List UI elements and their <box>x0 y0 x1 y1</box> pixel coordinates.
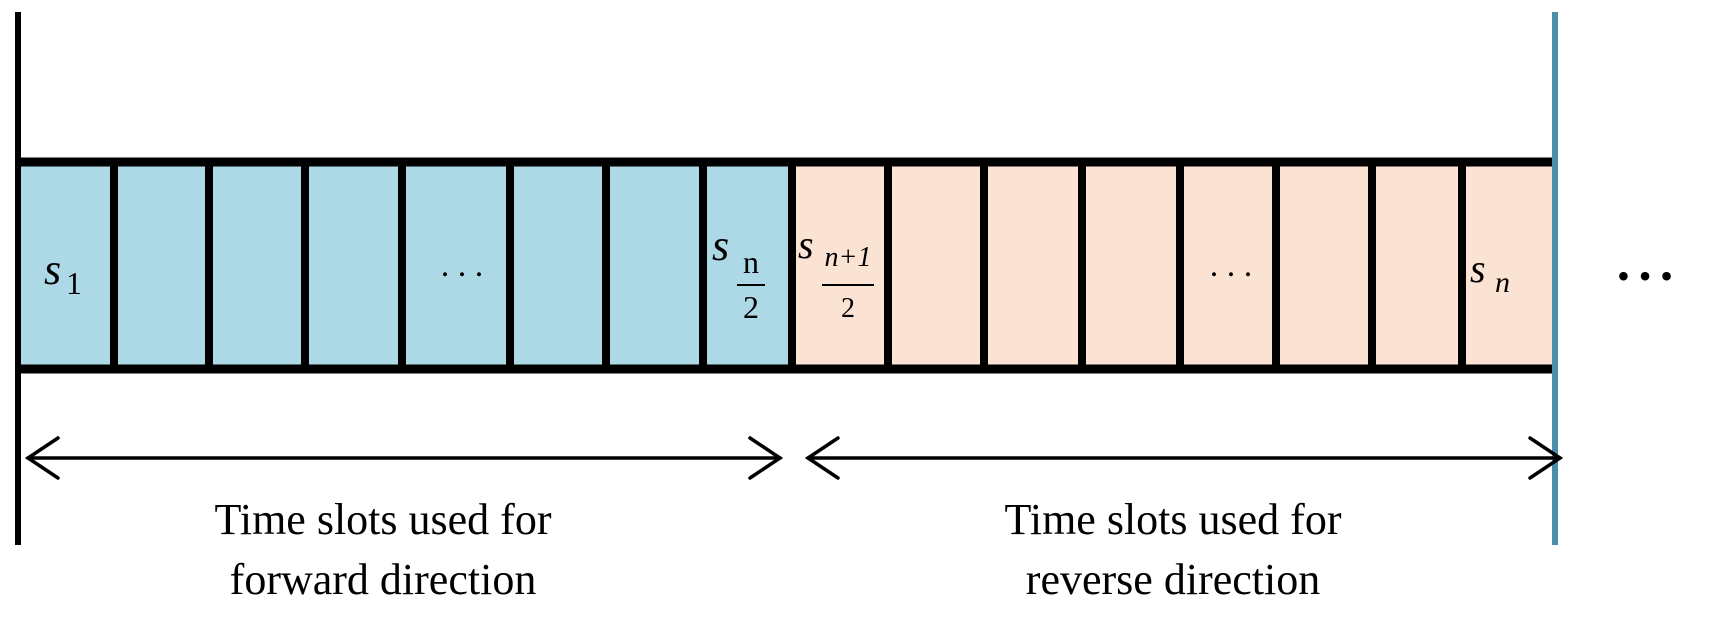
slot-label-s-n-plus-1-over-2: s n+1 2 <box>798 222 874 324</box>
slot-dividers <box>110 162 1466 369</box>
reverse-slot-cell <box>1462 162 1555 369</box>
reverse-caption-line1: Time slots used for <box>1005 495 1342 544</box>
reverse-caption-line2: reverse direction <box>1026 555 1320 604</box>
reverse-span-arrow <box>804 436 1564 480</box>
slot-label-s-n-over-2-base: s <box>712 221 729 270</box>
slot-label-s1: s 1 <box>44 245 82 301</box>
trailing-ellipsis: • • • <box>1617 256 1673 296</box>
reverse-slot-cell <box>1180 162 1276 369</box>
slot-label-sn-sub: n <box>1495 266 1510 299</box>
forward-caption-line2: forward direction <box>230 555 537 604</box>
slot-label-sn-base: s <box>1470 246 1486 291</box>
slot-label-sn: s n <box>1470 246 1510 299</box>
reverse-ellipsis: . . . <box>1210 247 1253 284</box>
slot-label-s-n-plus-1-over-2-base: s <box>798 222 814 267</box>
reverse-slot-cell <box>792 162 888 369</box>
forward-caption-line1: Time slots used for <box>215 495 552 544</box>
forward-slot-cell <box>703 162 792 369</box>
slot-label-s-n-over-2-den: 2 <box>743 289 759 325</box>
forward-slot-cell <box>402 162 510 369</box>
slot-label-s-n-over-2: s n 2 <box>712 221 765 325</box>
forward-ellipsis: . . . <box>441 247 484 284</box>
reverse-slot-cell <box>984 162 1082 369</box>
slot-label-s-n-plus-1-over-2-den: 2 <box>841 293 855 324</box>
forward-slot-cell <box>209 162 305 369</box>
forward-slot-cell <box>606 162 703 369</box>
slot-cells <box>18 162 1555 369</box>
forward-slot-cell <box>18 162 114 369</box>
reverse-slot-cell <box>1276 162 1372 369</box>
forward-slot-cell <box>510 162 606 369</box>
slot-label-s1-base: s <box>44 245 61 294</box>
forward-span-arrow <box>24 436 784 480</box>
reverse-slot-cell <box>1082 162 1180 369</box>
forward-slot-cell <box>305 162 402 369</box>
reverse-slot-cell <box>1372 162 1462 369</box>
slot-label-s-n-plus-1-over-2-num: n+1 <box>825 242 872 273</box>
slot-label-s1-sub: 1 <box>66 265 82 301</box>
reverse-slot-cell <box>888 162 984 369</box>
forward-slot-cell <box>114 162 209 369</box>
slot-label-s-n-over-2-num: n <box>743 244 759 280</box>
